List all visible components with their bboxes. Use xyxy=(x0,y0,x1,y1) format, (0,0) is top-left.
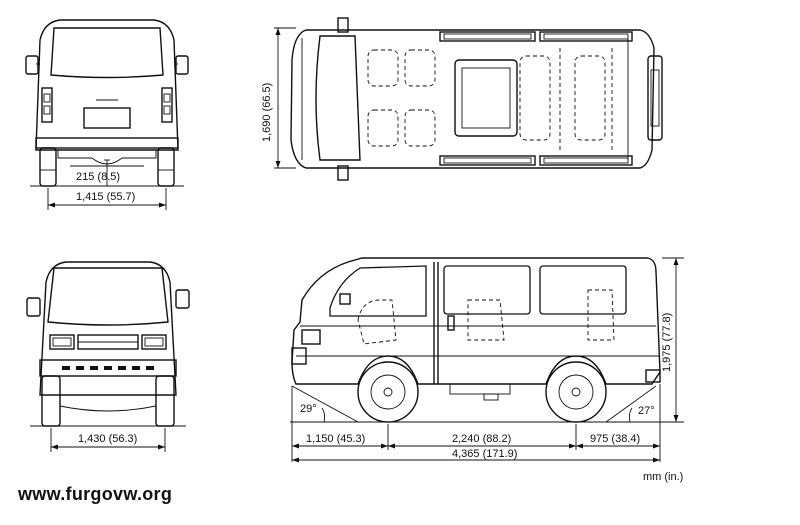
units-note: mm (in.) xyxy=(643,471,684,483)
departure-angle-label: 27° xyxy=(638,405,655,417)
overall-width-label: 1,690 (66.5) xyxy=(261,83,273,142)
rear-track-label: 1,415 (55.7) xyxy=(76,191,135,203)
top-view: 1,690 (66.5) xyxy=(261,17,663,181)
watermark: www.furgovw.org xyxy=(18,484,173,504)
front-track-label: 1,430 (56.3) xyxy=(78,433,137,445)
overall-length-label: 4,365 (171.9) xyxy=(452,448,517,460)
overall-height-label: 1,975 (77.8) xyxy=(661,313,673,372)
side-view: 29° 27° 1,975 (77.8) 1,150 (45.3) 2,240 … xyxy=(290,257,684,463)
rear-overhang-label: 975 (38.4) xyxy=(590,433,640,445)
ground-clearance-label: 215 (8.5) xyxy=(76,171,120,183)
rear-view: 215 (8.5) 1,415 (55.7) xyxy=(25,19,189,210)
bumper-slots xyxy=(62,366,154,370)
approach-angle-label: 29° xyxy=(300,403,317,415)
front-overhang-label: 1,150 (45.3) xyxy=(306,433,365,445)
wheelbase-label: 2,240 (88.2) xyxy=(452,433,511,445)
front-view: 1,430 (56.3) xyxy=(26,261,190,452)
